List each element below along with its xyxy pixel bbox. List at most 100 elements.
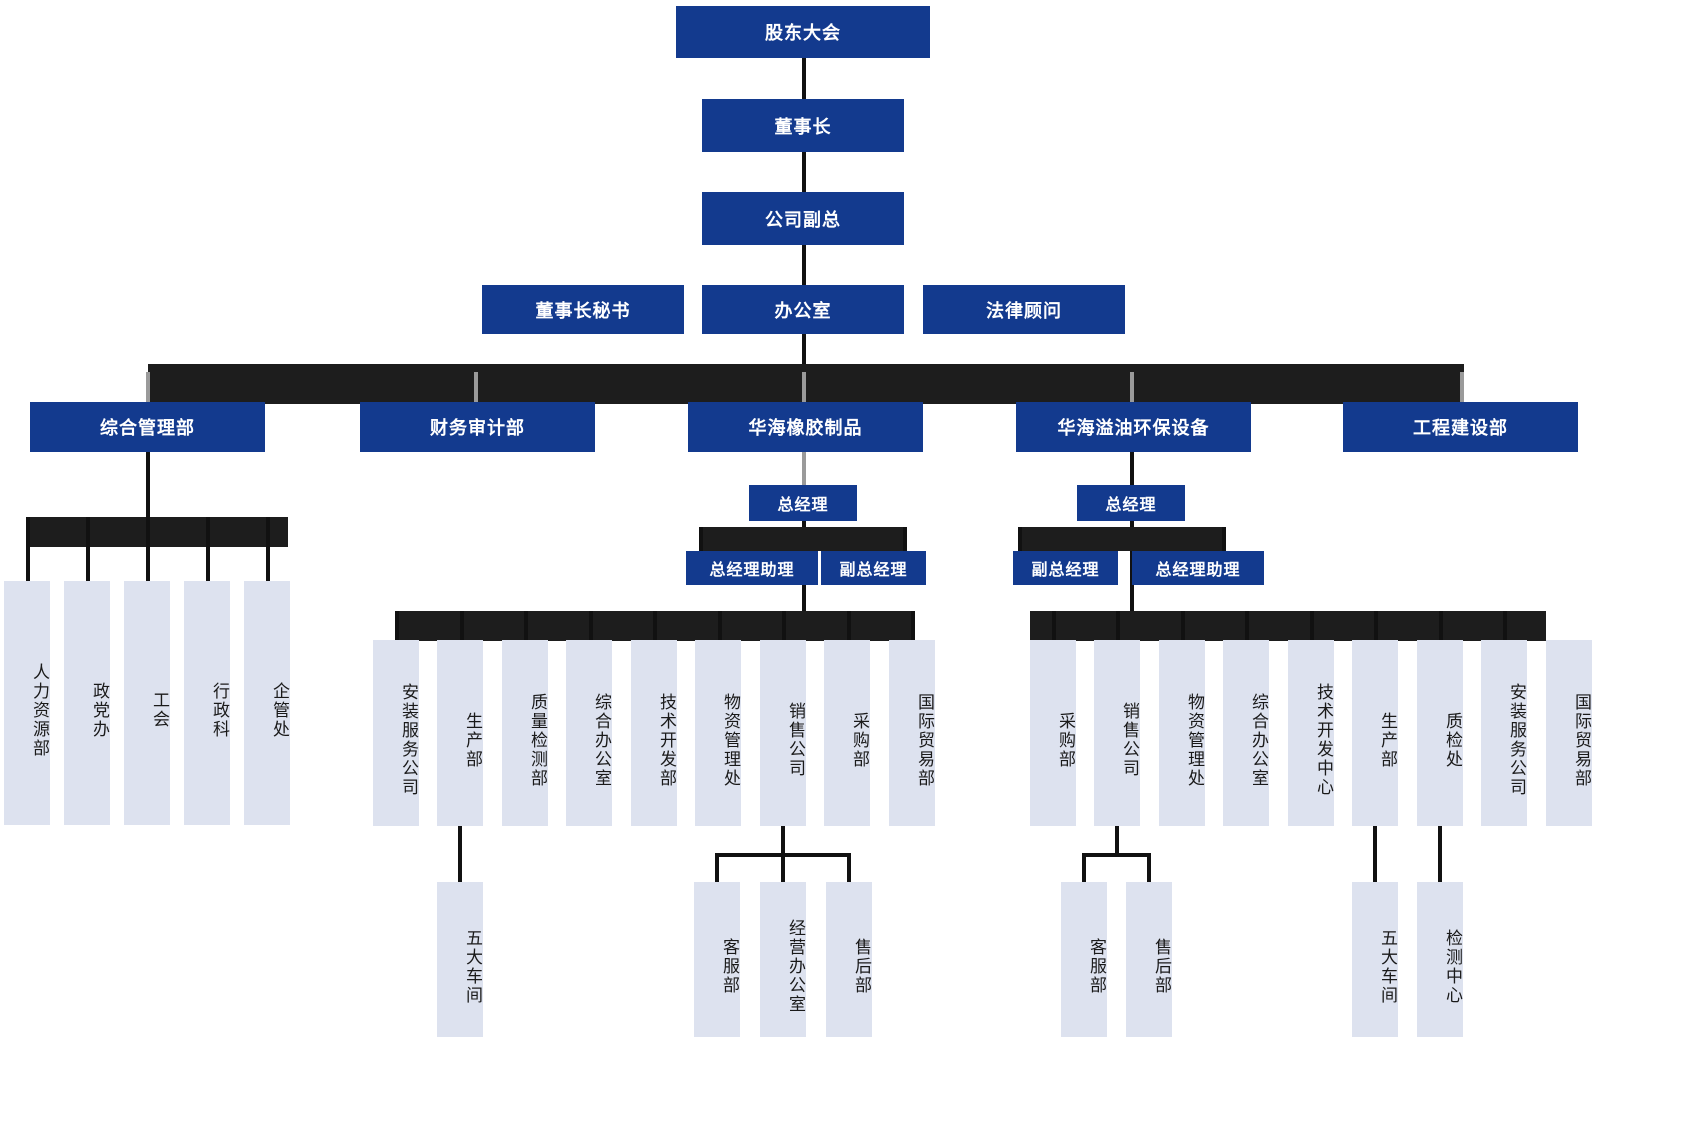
- node-oilspill-gm-assistant[interactable]: 总经理助理: [1132, 551, 1264, 585]
- node-label: 总经理: [777, 497, 829, 514]
- gm-tick-enterprise-management: [266, 517, 270, 582]
- node-label: 质量检测部: [528, 692, 547, 788]
- oilspill-tick-production: [1374, 611, 1378, 641]
- node-rubber-customer-service[interactable]: 客服部: [694, 882, 740, 1037]
- gm-tick-admin-section: [206, 517, 210, 582]
- node-vice-president[interactable]: 公司副总: [702, 192, 904, 245]
- node-enterprise-management[interactable]: 企管处: [244, 581, 290, 825]
- node-label: 法律顾问: [986, 300, 1062, 321]
- rubber-tick-general-office: [589, 611, 593, 641]
- node-rubber-quality-inspection-department[interactable]: 质量检测部: [502, 640, 548, 826]
- node-oilspill-general-office[interactable]: 综合办公室: [1223, 640, 1269, 826]
- node-division-huahai-rubber[interactable]: 华海橡胶制品: [688, 402, 923, 452]
- node-union[interactable]: 工会: [124, 581, 170, 825]
- gm-tick-union: [146, 517, 150, 582]
- oilspill-tick-installation: [1503, 611, 1507, 641]
- node-division-huahai-oil-spill[interactable]: 华海溢油环保设备: [1016, 402, 1251, 452]
- rubber-tick-technology: [653, 611, 657, 641]
- connector-oilspill-to-gm: [1130, 452, 1134, 485]
- node-oilspill-installation-service-company[interactable]: 安装服务公司: [1481, 640, 1527, 826]
- connector-vp-to-office: [802, 245, 806, 285]
- rubber-tick-deputy-gm: [903, 527, 907, 551]
- connector-oilspill-sales-to-customer-service: [1082, 853, 1086, 882]
- rubber-tick-production: [460, 611, 464, 641]
- node-label: 采购部: [850, 711, 869, 769]
- node-oilspill-production-department[interactable]: 生产部: [1352, 640, 1398, 826]
- node-label: 工程建设部: [1413, 418, 1508, 438]
- node-division-general-management[interactable]: 综合管理部: [30, 402, 265, 452]
- node-label: 股东大会: [765, 23, 841, 43]
- node-oilspill-international-trade-department[interactable]: 国际贸易部: [1546, 640, 1592, 826]
- node-label: 物资管理处: [721, 692, 740, 788]
- node-oilspill-deputy-gm[interactable]: 副总经理: [1013, 551, 1118, 585]
- node-rubber-deputy-gm[interactable]: 副总经理: [821, 551, 926, 585]
- oilspill-tick-general-office: [1245, 611, 1249, 641]
- node-rubber-five-workshops[interactable]: 五大车间: [437, 882, 483, 1037]
- node-label: 经营办公室: [786, 919, 805, 1014]
- rubber-tick-international-trade: [911, 611, 915, 641]
- node-oilspill-sales-company[interactable]: 销售公司: [1094, 640, 1140, 826]
- node-division-finance-audit[interactable]: 财务审计部: [360, 402, 595, 452]
- node-oilspill-purchasing-department[interactable]: 采购部: [1030, 640, 1076, 826]
- node-oilspill-general-manager[interactable]: 总经理: [1077, 485, 1185, 521]
- division-bus-bar: [148, 364, 1464, 404]
- node-rubber-general-office[interactable]: 综合办公室: [566, 640, 612, 826]
- node-legal-counsel[interactable]: 法律顾问: [923, 285, 1125, 334]
- node-oilspill-quality-inspection-office[interactable]: 质检处: [1417, 640, 1463, 826]
- node-label: 技术开发部: [657, 692, 676, 788]
- node-oilspill-testing-center[interactable]: 检测中心: [1417, 882, 1463, 1037]
- connector-rubber-sales-to-customer-service: [715, 853, 719, 882]
- node-rubber-sales-company[interactable]: 销售公司: [760, 640, 806, 826]
- node-shareholders-meeting[interactable]: 股东大会: [676, 6, 930, 58]
- connector-rubber-production-to-workshops: [458, 826, 462, 882]
- oilspill-tick-sales: [1116, 611, 1120, 641]
- node-oilspill-technology-development-center[interactable]: 技术开发中心: [1288, 640, 1334, 826]
- node-oilspill-materials-management-office[interactable]: 物资管理处: [1159, 640, 1205, 826]
- rubber-gm-bus-bar: [699, 527, 907, 551]
- node-rubber-operations-office[interactable]: 经营办公室: [760, 882, 806, 1037]
- node-rubber-purchasing-department[interactable]: 采购部: [824, 640, 870, 826]
- node-oilspill-after-sales[interactable]: 售后部: [1126, 882, 1172, 1037]
- node-label: 人力资源部: [30, 662, 49, 758]
- connector-oilspill-production-to-workshops: [1373, 826, 1377, 882]
- node-label: 行政科: [210, 681, 229, 739]
- node-oilspill-customer-service[interactable]: 客服部: [1061, 882, 1107, 1037]
- node-label: 副总经理: [1031, 562, 1100, 579]
- node-label: 董事长: [774, 116, 832, 137]
- node-chairman[interactable]: 董事长: [702, 99, 904, 152]
- gm-tick-party-office: [86, 517, 90, 582]
- node-rubber-installation-service-company[interactable]: 安装服务公司: [373, 640, 419, 826]
- node-label: 国际贸易部: [915, 692, 934, 788]
- node-rubber-materials-management-office[interactable]: 物资管理处: [695, 640, 741, 826]
- node-rubber-general-manager[interactable]: 总经理: [749, 485, 857, 521]
- node-hr[interactable]: 人力资源部: [4, 581, 50, 825]
- division-tick-general-management: [146, 372, 150, 404]
- connector-oilspill-quality-to-testing-center: [1438, 826, 1442, 882]
- oilspill-tick-materials: [1181, 611, 1185, 641]
- node-party-office[interactable]: 政党办: [64, 581, 110, 825]
- node-label: 公司副总: [765, 209, 841, 230]
- node-label: 销售公司: [1120, 702, 1139, 778]
- node-rubber-after-sales[interactable]: 售后部: [826, 882, 872, 1037]
- node-admin-section[interactable]: 行政科: [184, 581, 230, 825]
- node-label: 采购部: [1056, 711, 1075, 769]
- node-rubber-production-department[interactable]: 生产部: [437, 640, 483, 826]
- node-rubber-gm-assistant[interactable]: 总经理助理: [686, 551, 818, 585]
- oilspill-tick-technology: [1310, 611, 1314, 641]
- node-label: 生产部: [1378, 711, 1397, 769]
- node-oilspill-five-workshops[interactable]: 五大车间: [1352, 882, 1398, 1037]
- node-division-engineering-construction[interactable]: 工程建设部: [1343, 402, 1578, 452]
- connector-rubber-to-gm: [802, 452, 806, 485]
- node-label: 总经理: [1105, 497, 1157, 514]
- connector-general-management-down: [146, 452, 150, 517]
- rubber-tick-materials: [718, 611, 722, 641]
- node-label: 客服部: [720, 938, 739, 995]
- node-office[interactable]: 办公室: [702, 285, 904, 334]
- oilspill-tick-quality: [1439, 611, 1443, 641]
- node-rubber-technology-development-department[interactable]: 技术开发部: [631, 640, 677, 826]
- node-label: 董事长秘书: [535, 300, 631, 321]
- node-label: 总经理助理: [709, 562, 795, 579]
- node-chairman-secretary[interactable]: 董事长秘书: [482, 285, 684, 334]
- node-rubber-international-trade-department[interactable]: 国际贸易部: [889, 640, 935, 826]
